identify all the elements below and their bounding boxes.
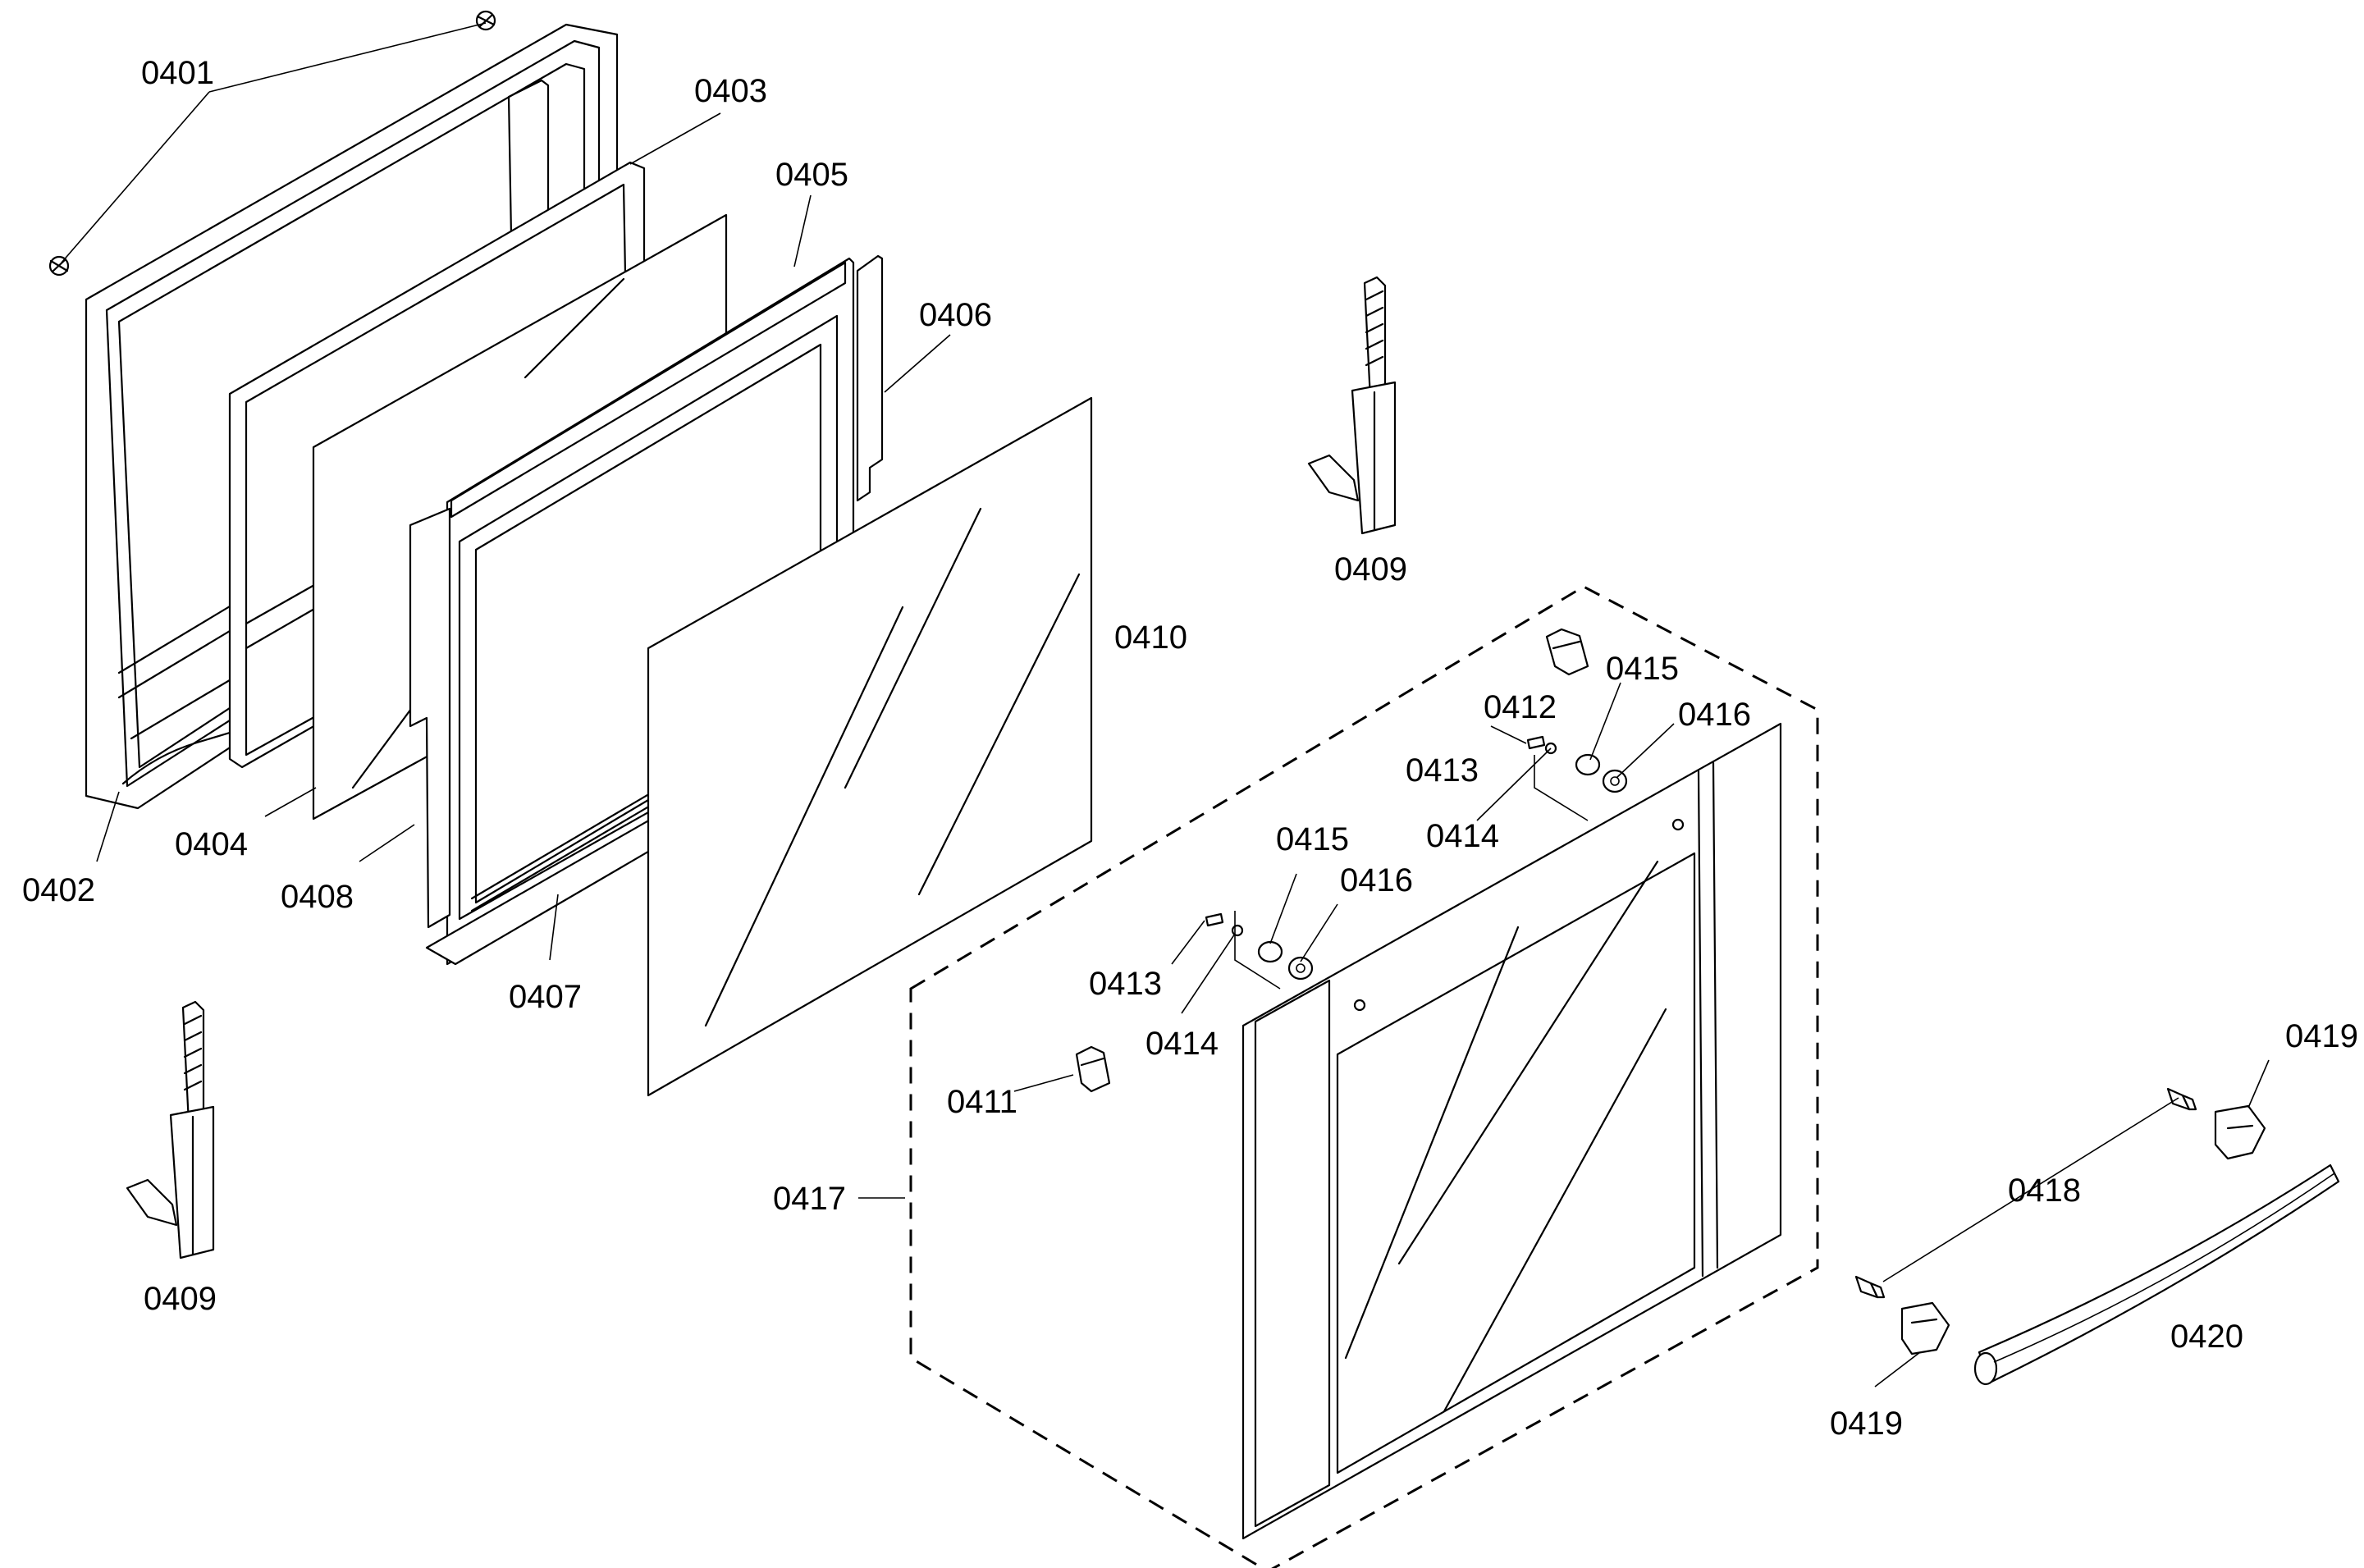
label-0409-bottom: 0409 [144,1281,217,1317]
leader-lines [61,22,2270,1387]
label-0411: 0411 [947,1084,1017,1120]
label-0419-right: 0419 [2285,1018,2358,1054]
label-0419-left: 0419 [1830,1406,1903,1442]
part-0410-outer-glass [647,396,1093,1097]
label-0404: 0404 [175,826,248,862]
label-0410: 0410 [1114,619,1187,656]
part-0419-end-cap-left [1900,1301,1950,1355]
label-0415-upper: 0415 [1606,651,1679,687]
part-labels: 0401 0402 0403 0404 0405 0406 0407 0408 … [22,55,2358,1442]
part-0412-bracket [1545,628,1589,676]
part-0420-handle-bar [1973,1163,2340,1386]
part-0409-hinge-top [1307,276,1397,535]
label-0417: 0417 [773,1181,846,1217]
part-0419-end-cap-right [2214,1104,2266,1160]
part-0409-hinge-bottom [126,1000,215,1259]
label-0405: 0405 [775,157,848,193]
label-0402: 0402 [22,872,95,908]
label-0416-lower: 0416 [1340,862,1413,898]
part-0417-outer-door-box [909,585,1819,1568]
label-0414-upper: 0414 [1426,818,1499,854]
part-0418-pin-left [1854,1275,1886,1299]
hardware-upper-set [1526,735,1628,793]
part-0411-bracket [1075,1045,1111,1093]
screw-0401-left [48,255,70,277]
label-0408: 0408 [281,879,354,915]
label-0401: 0401 [141,55,214,91]
label-0412: 0412 [1484,689,1557,725]
label-0406: 0406 [919,297,992,333]
part-0408-side-strip [409,507,451,929]
label-0413-upper: 0413 [1406,752,1479,789]
label-0415-lower: 0415 [1276,821,1349,857]
label-0409-top: 0409 [1334,551,1407,587]
label-0407: 0407 [509,979,582,1015]
screw-0401-top [475,10,496,31]
hardware-lower-set [1205,912,1314,981]
label-0416-upper: 0416 [1678,697,1751,733]
label-0414-lower: 0414 [1145,1026,1219,1062]
label-0403: 0403 [694,73,767,109]
label-0418: 0418 [2008,1173,2081,1209]
label-0420: 0420 [2170,1319,2243,1355]
label-0413-lower: 0413 [1089,966,1162,1002]
part-0417-outer-door [1241,722,1782,1540]
part-0406-side-bracket [856,254,884,502]
part-0418-pin-right [2166,1087,2197,1111]
